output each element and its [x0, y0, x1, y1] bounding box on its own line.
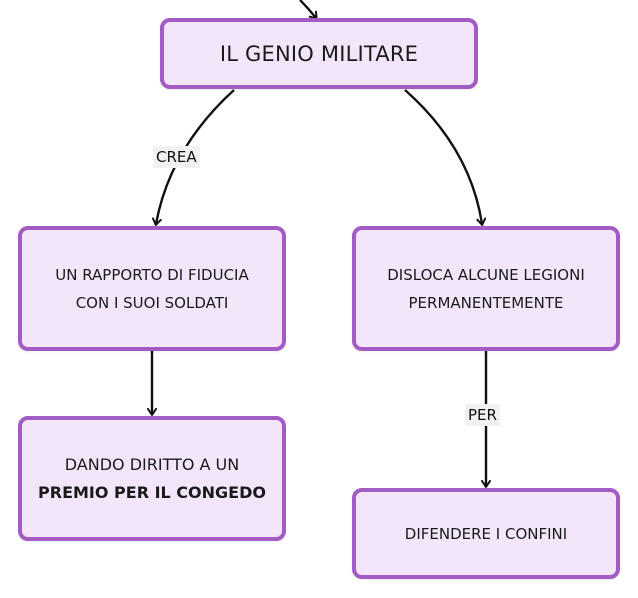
node-il-genio-militare[interactable]: IL GENIO MILITARE [160, 18, 478, 89]
node-label-line1: UN RAPPORTO DI FIDUCIA [55, 265, 249, 284]
edge-label-crea: CREA [153, 146, 200, 168]
node-rapporto-fiducia[interactable]: UN RAPPORTO DI FIDUCIA CON I SUOI SOLDAT… [18, 226, 286, 351]
node-difendere-confini[interactable]: DIFENDERE I CONFINI [352, 488, 620, 579]
edge-root-to-legioni [404, 89, 487, 226]
node-label: DIFENDERE I CONFINI [404, 524, 568, 543]
node-label-line2: CON I SUOI SOLDATI [75, 293, 229, 312]
node-label: IL GENIO MILITARE [219, 41, 419, 66]
node-label-line1: DISLOCA ALCUNE LEGIONI [387, 265, 585, 284]
edge-incoming-root [299, 0, 318, 20]
node-disloca-legioni[interactable]: DISLOCA ALCUNE LEGIONI PERMANENTEMENTE [352, 226, 620, 351]
edge-label-per: PER [465, 404, 500, 426]
node-label-line1: DANDO DIRITTO A UN [64, 454, 240, 474]
node-label-line2: PERMANENTEMENTE [408, 293, 564, 312]
node-label-line2: PREMIO PER IL CONGEDO [38, 482, 266, 502]
node-premio-congedo[interactable]: DANDO DIRITTO A UN PREMIO PER IL CONGEDO [18, 416, 286, 541]
